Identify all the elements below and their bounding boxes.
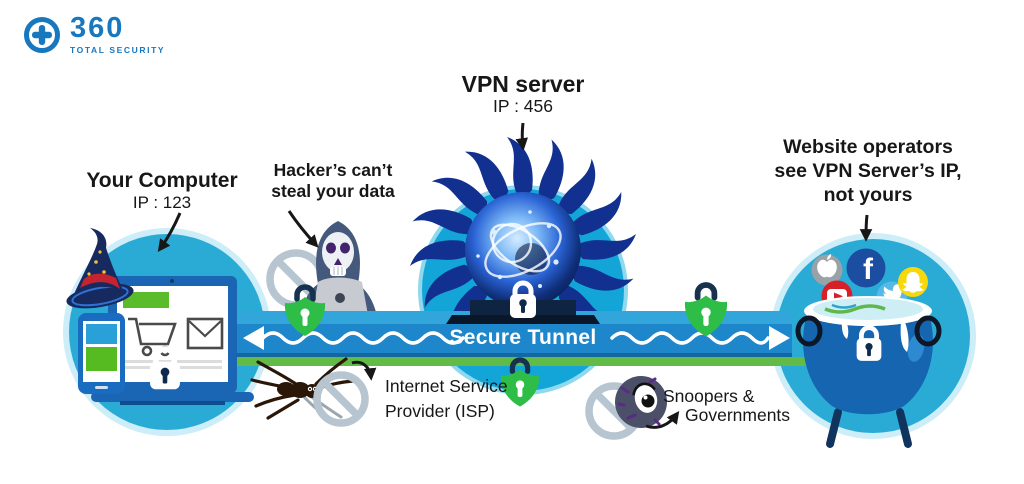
tunnel-lock-icon: [685, 285, 727, 336]
website-operators-line1: Website operators: [783, 136, 953, 158]
isp-label-line1: Internet Service: [385, 376, 508, 396]
vpn-server-title: VPN server: [461, 71, 585, 97]
secure-tunnel-label: Secure Tunnel: [449, 326, 597, 349]
vpn-lock-icon: [510, 283, 536, 318]
your-computer-title: Your Computer: [86, 169, 238, 192]
facebook-icon: f: [846, 248, 886, 288]
website-operators-line2: see VPN Server’s IP,: [774, 159, 962, 182]
website-arrow: [859, 214, 873, 242]
tunnel-flow-right: [610, 326, 790, 350]
wizard-hat-icon: [66, 228, 134, 309]
tunnel-flow-left: [243, 326, 465, 350]
annotation-arrows: [157, 122, 873, 429]
snoopers-line1: Snoopers &: [663, 386, 755, 406]
hacker-blocked-lock-icon: [285, 287, 325, 336]
facebook-glyph: f: [863, 253, 874, 286]
website-operators-line3: not yours: [823, 183, 913, 206]
vpn-server-ip: IP : 456: [492, 96, 553, 116]
your-computer-ip: IP : 123: [132, 193, 192, 212]
isp-label-line2: Provider (ISP): [385, 401, 495, 422]
smartphone-icon: [78, 313, 125, 394]
snapchat-icon: [898, 267, 928, 297]
logo: 360 TOTAL SECURITY: [22, 14, 165, 55]
hacker-arrow: [287, 210, 319, 248]
hacker-label: Hacker’s can’t steal your data: [253, 160, 413, 203]
snoopers-arrow: [645, 410, 680, 429]
vpn-orb-icon: [465, 192, 581, 308]
isp-label: Internet Service Provider (ISP): [385, 374, 555, 425]
tunnel-green-stripe: [225, 357, 857, 366]
right-arrow-icon: [769, 326, 790, 350]
your-computer-arrow: [157, 212, 182, 253]
logo-brand: 360: [70, 12, 125, 44]
logo-tagline: TOTAL SECURITY: [70, 45, 166, 55]
cauldron-icon: [795, 296, 942, 448]
snoopers-line2: Governments: [685, 405, 791, 425]
spider-icon: [250, 357, 355, 423]
hacker-label-line1: Hacker’s can’t: [273, 160, 393, 180]
tunnel-dark-edge: [225, 353, 792, 357]
envelope-icon: [186, 317, 224, 350]
hacker-icon: [302, 221, 376, 315]
hacker-label-line2: steal your data: [271, 181, 395, 202]
eyeball-snooper-icon: [615, 376, 667, 428]
vpn-arrow: [515, 122, 528, 151]
apple-icon: [811, 254, 843, 286]
website-operators-label: Website operators see VPN Server’s IP, n…: [756, 136, 980, 207]
isp-arrow: [351, 360, 377, 381]
shield-plus-icon: [24, 16, 60, 53]
left-arrow-icon: [243, 326, 264, 350]
isp-no-entry-icon: [313, 371, 369, 427]
